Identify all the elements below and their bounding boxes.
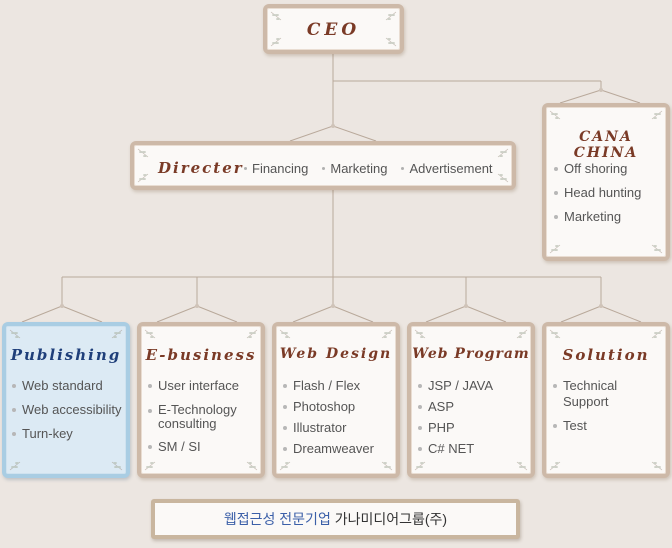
list-item: Flash / Flex (283, 378, 374, 394)
directer-title: Directer (158, 159, 244, 177)
cana-china-title: CANA CHINA (573, 129, 639, 161)
list-item: Off shoring (554, 161, 641, 177)
list-item: Turn-key (12, 426, 121, 442)
ceo-title: CEO (306, 20, 361, 40)
dept-box-publishing[interactable]: Publishing Web standard Web accessibilit… (2, 322, 130, 478)
dept-title: Web Design (279, 346, 393, 362)
dept-box-web-design[interactable]: Web Design Flash / Flex Photoshop Illust… (272, 322, 400, 478)
twig-ornament-icon (549, 461, 561, 471)
twig-ornament-icon (137, 148, 149, 158)
twig-ornament-icon (385, 11, 397, 21)
list-item: Web accessibility (12, 402, 121, 418)
dept-title: Publishing (10, 346, 122, 364)
twig-ornament-icon (144, 461, 156, 471)
list-item: Test (553, 418, 666, 434)
ceo-box[interactable]: CEO (263, 4, 404, 54)
cana-china-list: Off shoring Head hunting Marketing (554, 161, 641, 225)
company-banner: 웹접근성 전문기업 가나미디어그룹(주) (151, 499, 520, 539)
list-item: PHP (418, 420, 493, 436)
directer-item: Financing (244, 161, 308, 176)
twig-ornament-icon (516, 329, 528, 339)
list-item: SM / SI (148, 439, 260, 455)
directer-item: Advertisement (401, 161, 493, 176)
twig-ornament-icon (516, 461, 528, 471)
list-item: Marketing (554, 209, 641, 225)
twig-ornament-icon (111, 329, 123, 339)
dept-list: Web standard Web accessibility Turn-key (12, 378, 121, 442)
directer-item: Marketing (322, 161, 387, 176)
dept-title: Web Program (412, 346, 530, 362)
list-item: ASP (418, 399, 493, 415)
twig-ornament-icon (651, 244, 663, 254)
company-name: 가나미디어그룹(주) (334, 511, 448, 527)
dept-list: Technical Support Test (553, 378, 666, 434)
dept-title: E-business (145, 346, 257, 364)
dept-box-web-program[interactable]: Web Program JSP / JAVA ASP PHP C# NET (407, 322, 535, 478)
dept-list: JSP / JAVA ASP PHP C# NET (418, 378, 493, 457)
twig-ornament-icon (414, 329, 426, 339)
twig-ornament-icon (270, 11, 282, 21)
twig-ornament-icon (111, 461, 123, 471)
twig-ornament-icon (279, 461, 291, 471)
list-item: User interface (148, 378, 260, 394)
cana-china-box[interactable]: CANA CHINA Off shoring Head hunting Mark… (542, 103, 670, 261)
list-item: Web standard (12, 378, 121, 394)
company-tagline: 웹접근성 전문기업 (223, 511, 331, 527)
twig-ornament-icon (144, 329, 156, 339)
twig-ornament-icon (497, 173, 509, 183)
list-item: Head hunting (554, 185, 641, 201)
list-item: JSP / JAVA (418, 378, 493, 394)
twig-ornament-icon (381, 329, 393, 339)
dept-box-solution[interactable]: Solution Technical Support Test (542, 322, 670, 478)
list-item: Photoshop (283, 399, 374, 415)
twig-ornament-icon (651, 110, 663, 120)
list-item: Illustrator (283, 420, 374, 436)
twig-ornament-icon (414, 461, 426, 471)
twig-ornament-icon (385, 37, 397, 47)
twig-ornament-icon (651, 461, 663, 471)
list-item: E-Technology consulting (148, 403, 260, 431)
twig-ornament-icon (246, 461, 258, 471)
directer-box[interactable]: Directer Financing Marketing Advertiseme… (130, 141, 516, 190)
twig-ornament-icon (270, 37, 282, 47)
dept-list: User interface E-Technology consulting S… (148, 378, 260, 455)
twig-ornament-icon (246, 329, 258, 339)
twig-ornament-icon (497, 148, 509, 158)
list-item: Technical Support (553, 378, 666, 410)
twig-ornament-icon (9, 329, 21, 339)
twig-ornament-icon (549, 110, 561, 120)
list-item: C# NET (418, 441, 493, 457)
directer-items: Financing Marketing Advertisement (244, 161, 493, 176)
twig-ornament-icon (137, 173, 149, 183)
twig-ornament-icon (381, 461, 393, 471)
twig-ornament-icon (9, 461, 21, 471)
twig-ornament-icon (279, 329, 291, 339)
twig-ornament-icon (651, 329, 663, 339)
twig-ornament-icon (549, 329, 561, 339)
twig-ornament-icon (549, 244, 561, 254)
dept-list: Flash / Flex Photoshop Illustrator Dream… (283, 378, 374, 457)
list-item: Dreamweaver (283, 441, 374, 457)
dept-title: Solution (562, 346, 650, 364)
dept-box-e-business[interactable]: E-business User interface E-Technology c… (137, 322, 265, 478)
